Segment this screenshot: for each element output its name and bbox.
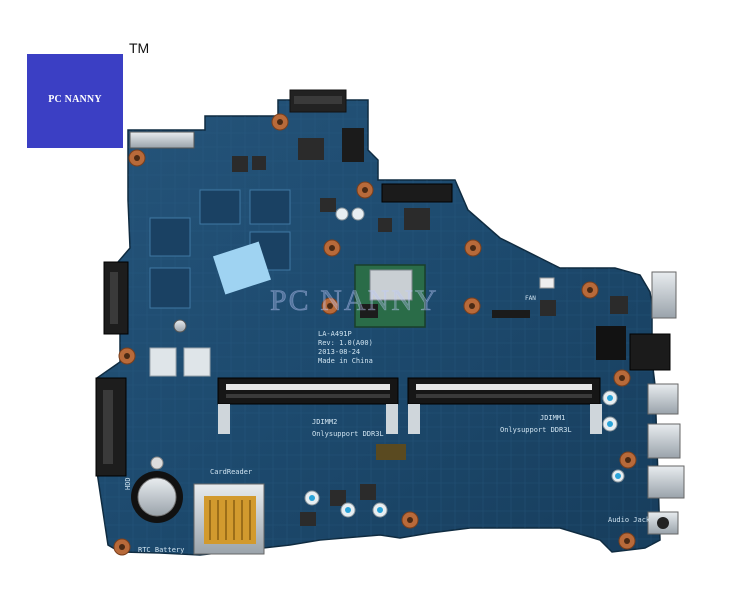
small-connector [492, 310, 530, 318]
silk-dimm2: JDIMM2 [312, 418, 337, 426]
silkscreen-text: LA-A491P Rev: 1.0(A00) 2013-08-24 Made i… [124, 295, 651, 554]
hdmi-port [647, 383, 679, 415]
small-ics [232, 138, 628, 526]
silk-fan: FAN [525, 295, 536, 302]
mounting-holes [113, 113, 637, 556]
ram-footprints [149, 189, 291, 309]
ethernet-magnetics [596, 326, 626, 360]
right-ports [596, 271, 685, 535]
silk-date: 2013-08-24 [318, 348, 360, 356]
silk-dimm1: JDIMM1 [540, 414, 565, 422]
edp-connector [129, 131, 195, 149]
small-connector [183, 347, 211, 377]
logo-text: PC NANNY [48, 94, 102, 105]
watermark: PC NANNY [270, 284, 439, 317]
silk-dimm2-support: Onlysupport DDR3L [312, 430, 384, 438]
dimm-slot-1 [407, 377, 601, 405]
dc-connector [342, 128, 364, 162]
ethernet-port [629, 333, 671, 371]
usb-port [647, 423, 681, 459]
silk-model-code: LA-A491P [318, 330, 352, 338]
thermal-pad [212, 241, 272, 295]
brand-logo: PC NANNY [27, 54, 123, 148]
silk-hdd: HDD [124, 477, 132, 490]
small-connector [149, 347, 177, 377]
silver-screw-hole [173, 319, 187, 333]
silk-dimm1-support: Onlysupport DDR3L [500, 426, 572, 434]
vga-port [651, 271, 677, 319]
trademark-symbol: TM [129, 40, 150, 56]
small-connector [376, 444, 406, 460]
silk-revision: Rev: 1.0(A00) [318, 339, 373, 347]
cpu [354, 264, 426, 328]
usb-port [647, 465, 685, 499]
silk-made-in: Made in China [318, 357, 373, 365]
silk-card-reader: CardReader [210, 468, 252, 476]
rtc-battery [131, 471, 183, 523]
fan-connector [539, 277, 555, 289]
card-reader [193, 483, 265, 555]
dimm-slot-2 [217, 377, 399, 405]
wlan-slot [381, 183, 453, 203]
silk-audio-jack: Audio Jack [608, 516, 651, 524]
silk-rtc-battery: RTC Battery [138, 546, 184, 554]
